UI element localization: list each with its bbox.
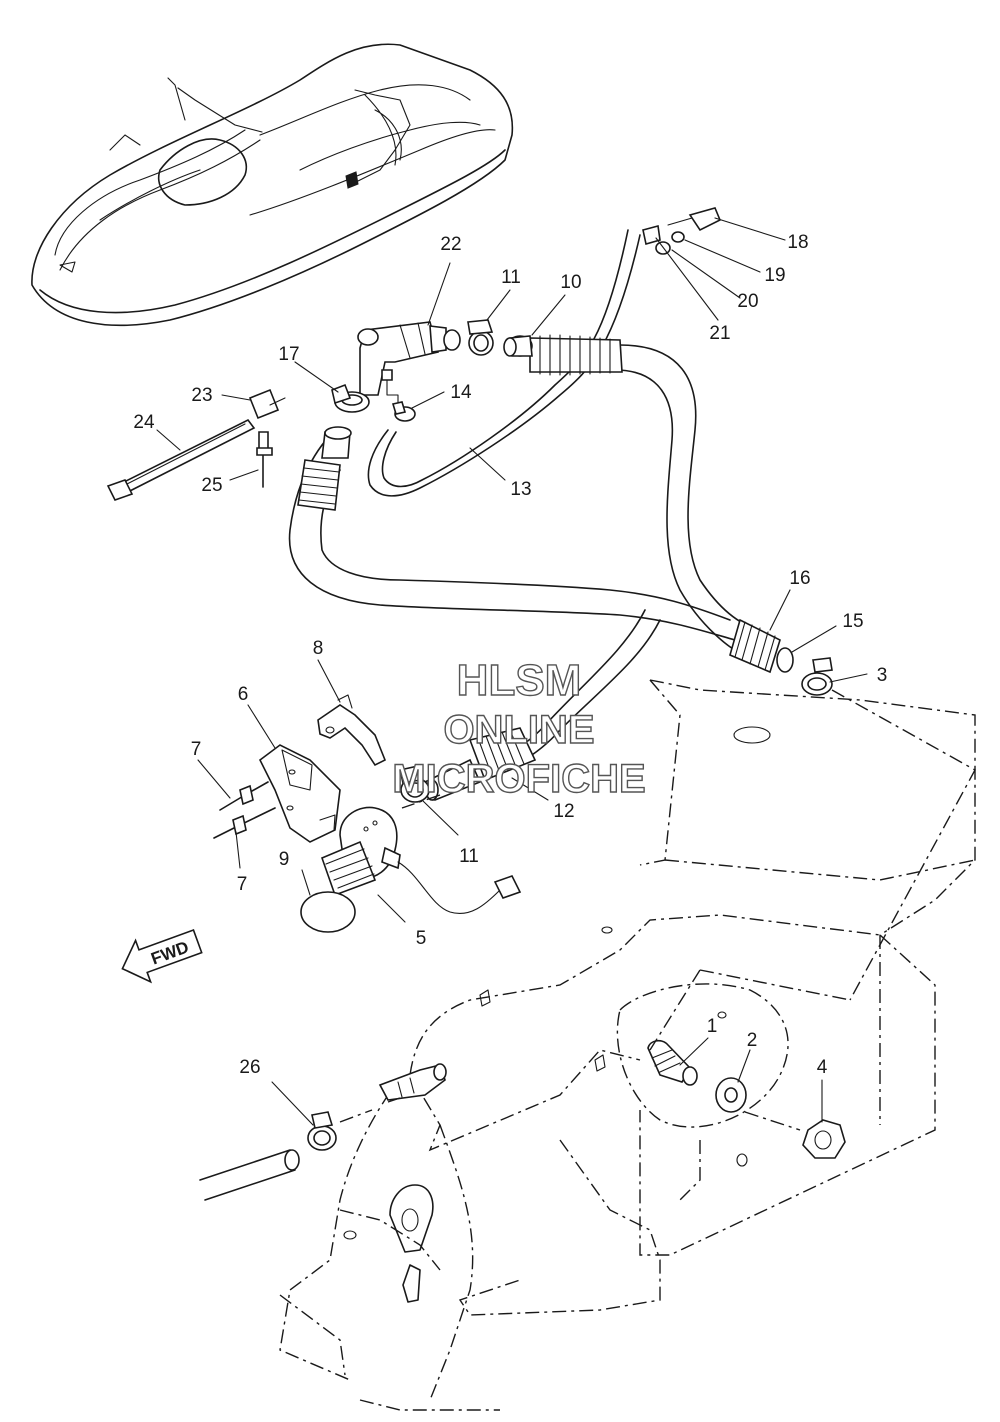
callout-25[interactable]: 25 (201, 475, 222, 496)
callout-7-lower[interactable]: 7 (237, 874, 248, 895)
nozzle-fitting (378, 1063, 447, 1101)
rivets-7 (213, 781, 276, 839)
clamp-11-upper (467, 319, 494, 356)
callout-4[interactable]: 4 (817, 1057, 828, 1078)
callout-11-upper[interactable]: 11 (501, 267, 521, 288)
callout-10[interactable]: 10 (560, 272, 581, 293)
callout-17[interactable]: 17 (278, 344, 299, 365)
watermark-line-1: HLSM (457, 656, 582, 705)
nut-4 (802, 1119, 846, 1159)
pump-5 (320, 806, 522, 914)
callout-24[interactable]: 24 (133, 412, 155, 433)
disc-9 (300, 891, 356, 933)
through-hull-fitting-1 (647, 1039, 698, 1086)
watercraft-illustration (31, 43, 514, 327)
callout-16[interactable]: 16 (789, 568, 810, 589)
callout-7-upper[interactable]: 7 (191, 739, 202, 760)
callout-2[interactable]: 2 (747, 1030, 758, 1051)
callout-12[interactable]: 12 (553, 801, 574, 822)
callout-8[interactable]: 8 (313, 638, 324, 659)
watermark-line-2: ONLINE (443, 708, 594, 752)
clamp-3 (801, 657, 833, 696)
strap-8 (317, 694, 387, 767)
callout-19[interactable]: 19 (764, 265, 785, 286)
callout-5[interactable]: 5 (416, 928, 427, 949)
cable-tie-assembly (106, 388, 286, 501)
watermark-line-3: MICROFICHE (392, 757, 645, 801)
callout-labels: 1 2 3 4 5 6 7 7 8 9 10 11 11 12 13 14 15… (133, 232, 887, 1078)
callout-11-lower[interactable]: 11 (459, 846, 479, 867)
watermark: HLSM ONLINE MICROFICHE (392, 655, 647, 801)
washer-2 (715, 1077, 747, 1113)
callout-21[interactable]: 21 (709, 323, 730, 344)
callout-22[interactable]: 22 (440, 234, 461, 255)
clamp-26 (307, 1111, 337, 1151)
callout-6[interactable]: 6 (238, 684, 249, 705)
fitting-22 (357, 321, 461, 409)
callout-9[interactable]: 9 (279, 849, 290, 870)
bellows-12 (423, 727, 537, 802)
bellows-left (297, 426, 352, 511)
clamp-17 (331, 383, 370, 413)
hose-main (288, 344, 761, 656)
bellows-10 (503, 334, 623, 376)
callout-1[interactable]: 1 (707, 1016, 718, 1037)
bracket-6 (258, 744, 341, 843)
callout-23[interactable]: 23 (191, 385, 212, 406)
callout-18[interactable]: 18 (787, 232, 808, 253)
fwd-arrow-icon: FWD (121, 929, 203, 984)
clamp-11-lower (399, 765, 430, 803)
callout-13[interactable]: 13 (510, 479, 531, 500)
fastener-stack (642, 207, 722, 255)
callout-26[interactable]: 26 (239, 1057, 260, 1078)
hose-26 (199, 1149, 300, 1201)
callout-20[interactable]: 20 (737, 291, 758, 312)
leader-lines (156, 217, 976, 1131)
hull-outline (279, 679, 976, 1411)
bellows-16 (729, 618, 794, 674)
callout-14[interactable]: 14 (450, 382, 472, 403)
callout-3[interactable]: 3 (877, 665, 888, 686)
clamp-14 (391, 401, 416, 422)
callout-15[interactable]: 15 (842, 611, 863, 632)
